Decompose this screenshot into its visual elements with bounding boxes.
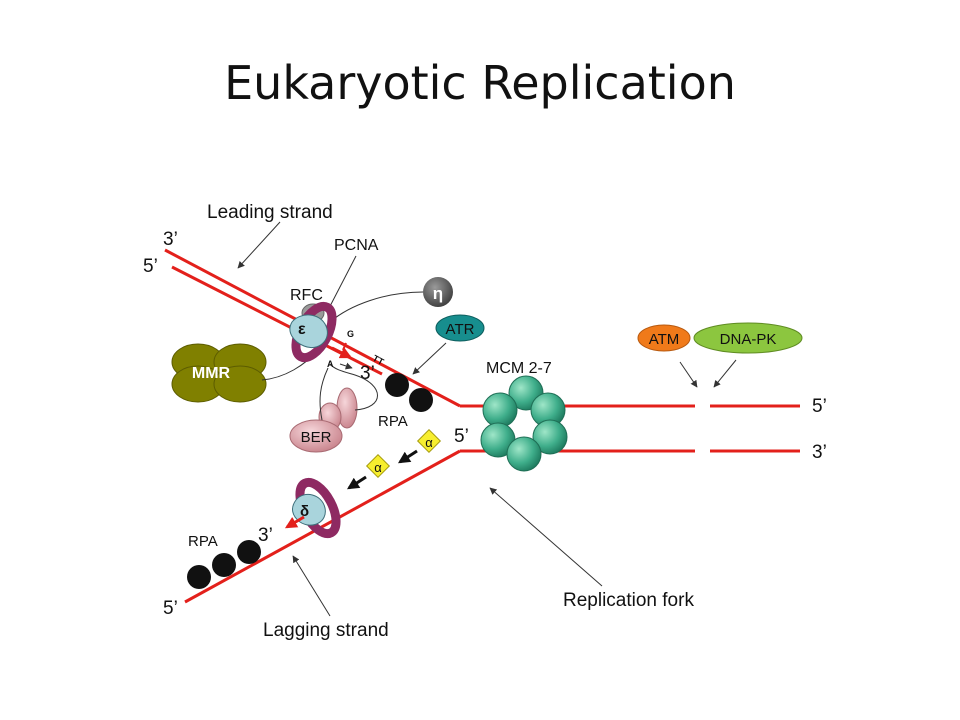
lagging-strand-pointer bbox=[292, 555, 331, 617]
delta-label: δ bbox=[300, 503, 309, 520]
top-left-5-prime: 5’ bbox=[143, 256, 158, 277]
mismatch-tick bbox=[342, 342, 347, 351]
pcna-label: PCNA bbox=[334, 237, 379, 254]
slide-title: Eukaryotic Replication bbox=[224, 56, 736, 110]
eta-label: η bbox=[433, 284, 443, 303]
rpa-bead bbox=[237, 540, 261, 564]
polymerase-alpha-2: α bbox=[365, 453, 391, 479]
mcm-subunit bbox=[506, 436, 542, 472]
atr: ATR bbox=[435, 314, 485, 342]
bottom-left-5-prime: 5’ bbox=[163, 598, 178, 619]
replication-fork-pointer bbox=[489, 487, 603, 587]
rpa-bead bbox=[187, 565, 211, 589]
rpa-top bbox=[385, 373, 433, 412]
mcm-helicase bbox=[480, 375, 568, 472]
alpha-label: α bbox=[425, 435, 433, 450]
rpa-top-label: RPA bbox=[378, 413, 408, 430]
base-tt: TT bbox=[371, 353, 386, 367]
dnapk-label: DNA-PK bbox=[720, 331, 777, 348]
eta-polymerase: η bbox=[423, 277, 453, 307]
epsilon-label: ε bbox=[298, 321, 306, 338]
pcna-pointer bbox=[326, 255, 357, 313]
atr-pointer bbox=[412, 342, 447, 375]
atr-label: ATR bbox=[446, 321, 475, 338]
mcm-subunit bbox=[482, 392, 518, 428]
atm: ATM bbox=[637, 324, 691, 352]
ber-connector bbox=[329, 363, 378, 411]
mcm-subunit bbox=[532, 419, 568, 455]
alpha-diamond bbox=[365, 453, 391, 479]
mmr: MMR bbox=[171, 343, 267, 403]
rpa-bottom-label: RPA bbox=[188, 533, 218, 550]
rpa-bead bbox=[409, 388, 433, 412]
atm-pointer bbox=[679, 361, 698, 388]
leading-synthesis-arrow bbox=[331, 346, 353, 359]
mcm-label: MCM 2-7 bbox=[486, 360, 552, 377]
leading-strand-pointer bbox=[237, 221, 281, 269]
replication-fork-label: Replication fork bbox=[563, 590, 694, 611]
rpa-bead bbox=[212, 553, 236, 577]
ber-arrow bbox=[339, 362, 353, 370]
rfc-label: RFC bbox=[290, 287, 323, 304]
alpha-diamond bbox=[416, 428, 442, 454]
parental-strand-bottom bbox=[184, 449, 461, 604]
base-g: G bbox=[347, 329, 354, 339]
right-3-prime: 3’ bbox=[812, 442, 827, 463]
lower-5-prime: 5’ bbox=[454, 426, 469, 447]
rpa-bottom bbox=[187, 540, 261, 589]
ber-label: BER bbox=[301, 429, 332, 446]
base-a: A bbox=[327, 359, 334, 369]
atr-oval bbox=[435, 314, 485, 342]
atm-label: ATM bbox=[649, 331, 680, 348]
leading-strand-label: Leading strand bbox=[207, 202, 333, 223]
lagging-synthesis-arrow bbox=[284, 515, 305, 529]
polymerase-alpha-1: α bbox=[416, 428, 442, 454]
ber-lower-connector bbox=[319, 367, 329, 421]
dnapk-oval bbox=[693, 322, 803, 354]
alpha-label: α bbox=[374, 460, 382, 475]
eta-connector bbox=[329, 291, 424, 323]
mmr-label: MMR bbox=[192, 365, 231, 382]
dnapk: DNA-PK bbox=[693, 322, 803, 354]
ber-oval bbox=[289, 419, 343, 453]
atm-oval bbox=[637, 324, 691, 352]
alpha-1-arrow bbox=[397, 449, 418, 464]
rpa-bead bbox=[385, 373, 409, 397]
epsilon-body bbox=[289, 314, 328, 348]
top-left-3-prime: 3’ bbox=[163, 229, 178, 250]
dnapk-pointer bbox=[713, 359, 737, 388]
right-5-prime: 5’ bbox=[812, 396, 827, 417]
ber: BER bbox=[289, 387, 358, 453]
mmr-lobe bbox=[213, 365, 267, 403]
lagging-3-prime: 3’ bbox=[258, 525, 273, 546]
alpha-2-arrow bbox=[346, 475, 367, 490]
eta-circle bbox=[423, 277, 453, 307]
lagging-strand-label: Lagging strand bbox=[263, 620, 389, 641]
polymerase-epsilon: ε bbox=[289, 314, 328, 348]
